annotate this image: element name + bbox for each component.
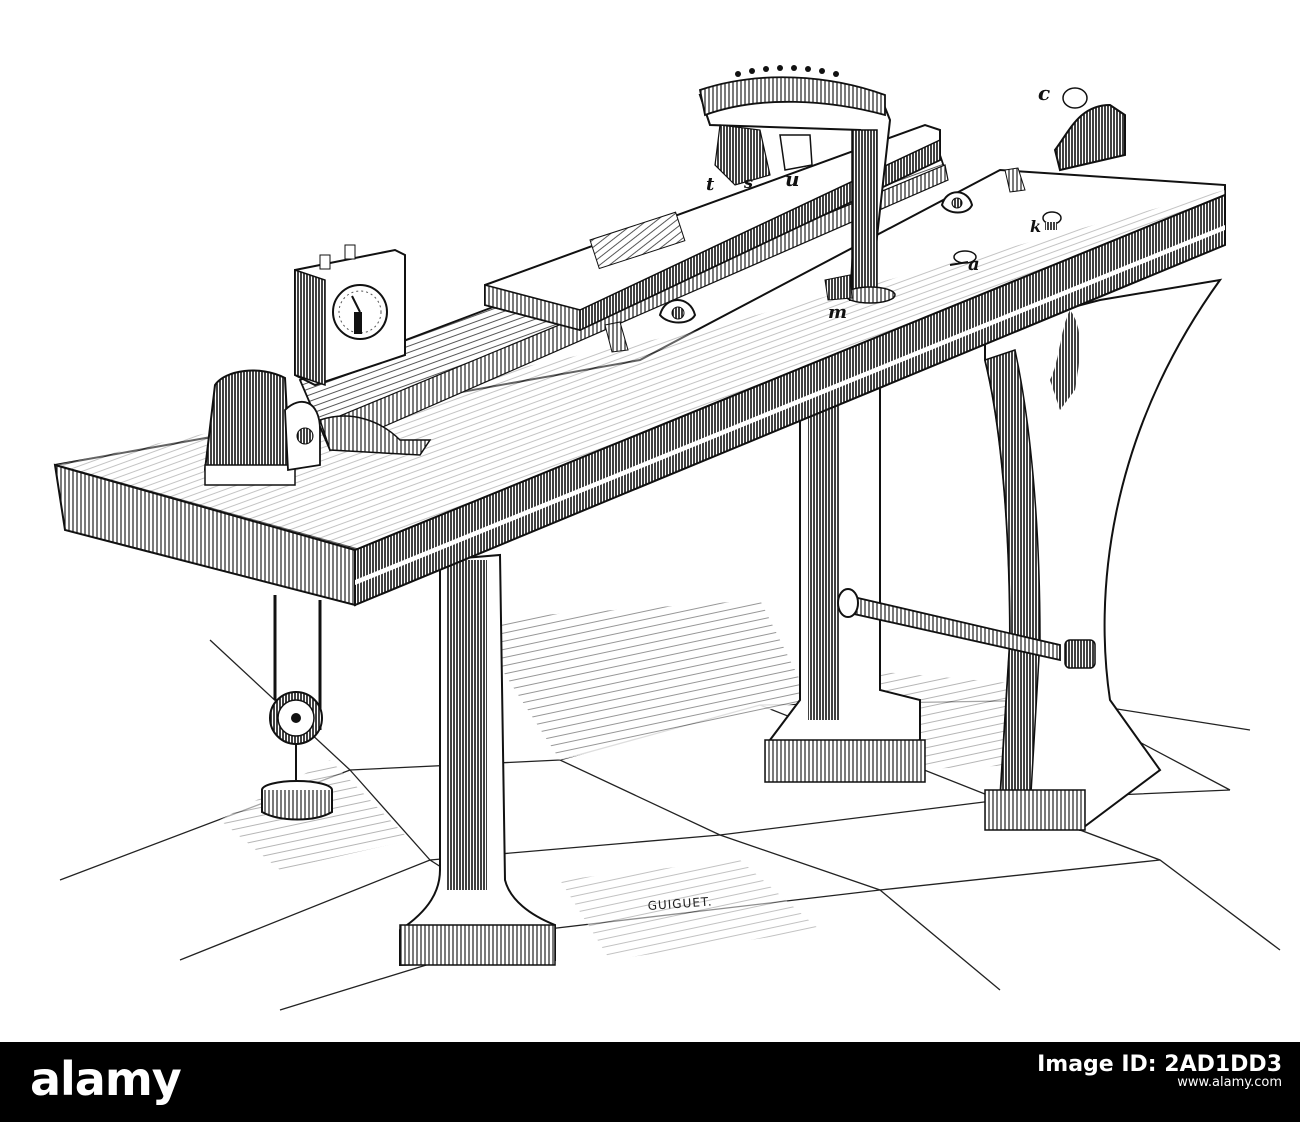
counter-clock xyxy=(294,244,406,387)
watermark-image-id: Image ID: 2AD1DD3 xyxy=(1037,1052,1282,1077)
figure-labels: c t s u m a k xyxy=(706,81,1050,323)
key-row xyxy=(735,65,839,77)
watermark-id: Image ID: 2AD1DD3 www.alamy.com xyxy=(1037,1052,1282,1092)
hanging-weight xyxy=(261,595,333,821)
label-k: k xyxy=(1030,217,1041,236)
knob-a xyxy=(949,250,977,266)
label-u: u xyxy=(785,167,800,191)
watermark-caption: www.alamy.com xyxy=(1177,1075,1282,1090)
bench-leg-front xyxy=(399,553,556,967)
label-a: a xyxy=(968,254,980,275)
knob-k xyxy=(1042,211,1062,230)
upright-frame xyxy=(698,65,896,304)
stretcher-rod xyxy=(837,588,1096,669)
tailstock-right xyxy=(1053,87,1126,172)
watermark-bar: alamy Image ID: 2AD1DD3 www.alamy.com xyxy=(0,1042,1300,1122)
label-s: s xyxy=(743,173,753,192)
tailstock-left xyxy=(203,369,321,486)
sliding-carriage xyxy=(484,123,1026,353)
watermark-logo: alamy xyxy=(30,1052,182,1106)
bench-leg-right xyxy=(984,278,1223,832)
bench-top xyxy=(53,168,1226,607)
label-t: t xyxy=(706,174,715,195)
engraver-signature: GUIGUET. xyxy=(647,894,713,913)
engraving-illustration: c t s u m a k GUIGUET. xyxy=(53,65,1281,1011)
label-m: m xyxy=(828,302,847,323)
label-c: c xyxy=(1038,81,1050,105)
bench-leg-middle xyxy=(764,373,926,783)
